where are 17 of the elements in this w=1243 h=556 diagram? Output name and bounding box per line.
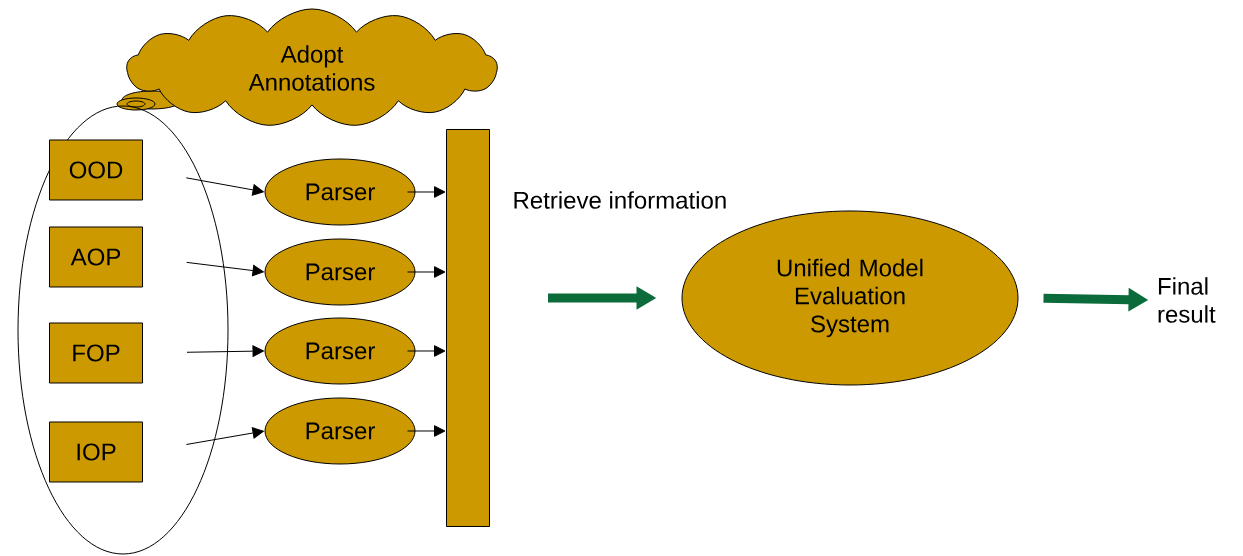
source-box: IOP xyxy=(49,421,143,483)
group-ellipse xyxy=(17,105,229,555)
arrow xyxy=(407,345,446,357)
collector-bar xyxy=(446,129,490,527)
arrow xyxy=(407,186,446,198)
source-box: AOP xyxy=(49,226,143,288)
result-text: Final result xyxy=(1158,277,1216,323)
edge-label: Retrieve information xyxy=(514,191,726,209)
arrow xyxy=(407,425,446,437)
arrow xyxy=(186,261,264,277)
arrow xyxy=(407,266,446,278)
arrow xyxy=(186,345,264,357)
source-box: OOD xyxy=(49,139,143,201)
thought-cloud: Adopt Annotations xyxy=(116,8,498,126)
arrow xyxy=(185,427,264,445)
arrow xyxy=(185,177,264,196)
source-box: FOP xyxy=(49,322,143,384)
